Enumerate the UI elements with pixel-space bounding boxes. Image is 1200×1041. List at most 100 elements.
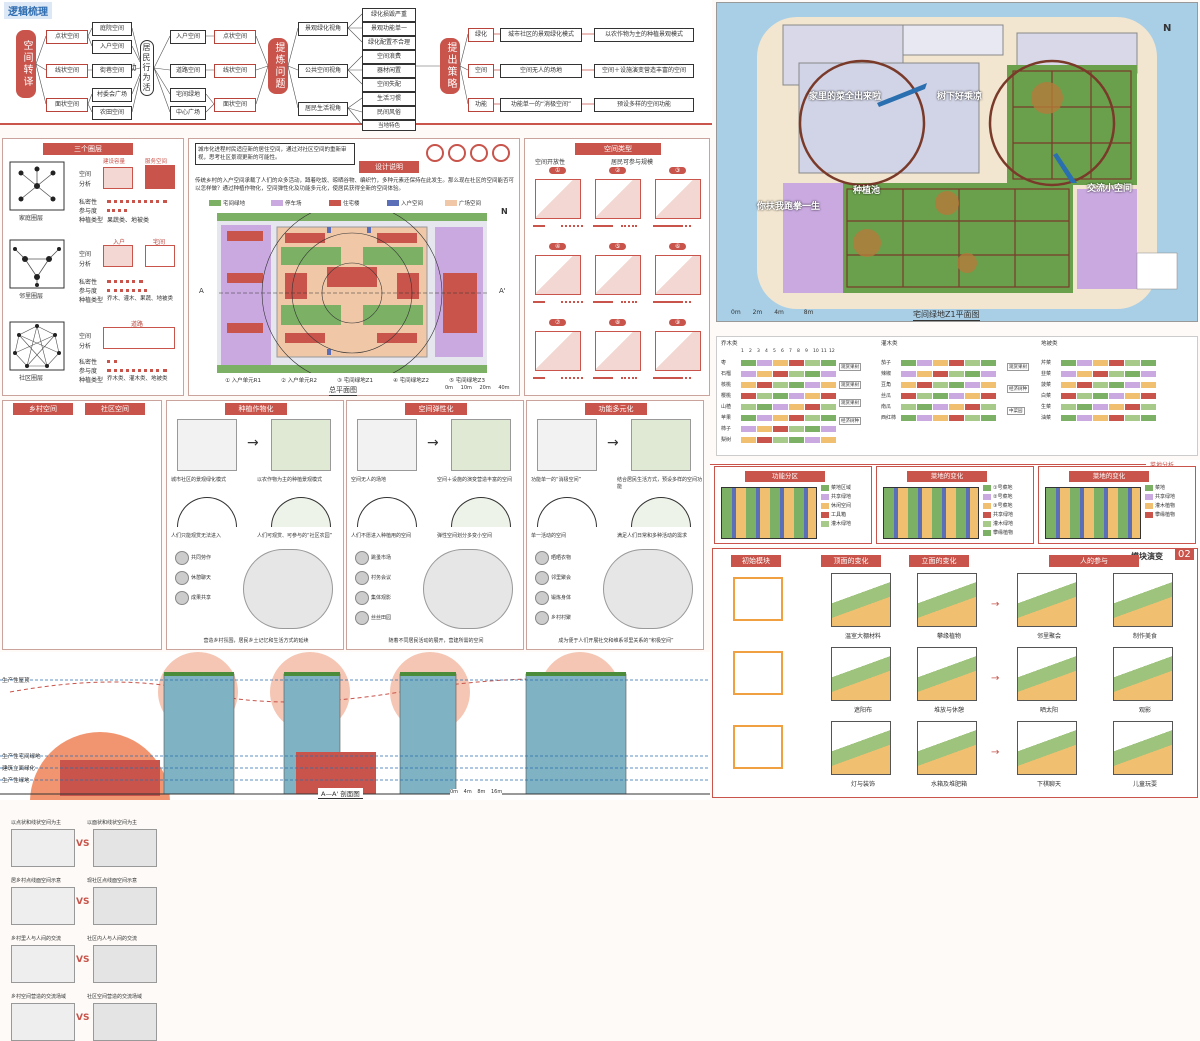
section-mark-b: A' [499, 287, 506, 295]
plan-z1-scale: 0m 2m 4m 8m [731, 309, 813, 316]
activity-chip-icon [535, 551, 549, 565]
strategy-sketch [451, 419, 511, 471]
plan-z1-panel: N 家里的菜全出来啦 树下好乘凉 种植池 你扶我跑拳一生 交流小空间 0m 2m… [716, 2, 1198, 322]
strategy-caption: 以农作物为主的种植景观模式 [257, 477, 323, 483]
bloom-bar [949, 371, 964, 377]
left-space-area: 面状空间 [46, 98, 88, 112]
module-card: 邻里聚会 [1009, 573, 1089, 643]
plant-name: 苹果 [721, 415, 732, 421]
legend-label: 住宅楼 [343, 201, 360, 207]
space-types-heading: 空间类型 [575, 143, 661, 155]
module-card: 制作美食 [1105, 573, 1185, 643]
species-label: 种植类型 [79, 297, 104, 304]
bloom-bar [821, 360, 836, 366]
bloom-bar [789, 382, 804, 388]
bloom-bar [1141, 360, 1156, 366]
module-section: 模块演变 02 初始模块 顶面的变化 立面的变化 人的参与 温室大棚材料攀缘植物… [712, 548, 1198, 798]
module-card: 观影 [1105, 647, 1185, 717]
issue-box: 器材闲置 [362, 64, 416, 78]
bloom-bar [821, 415, 836, 421]
strategy-caption: 空间＋设施的演变营造丰富的空间 [437, 477, 513, 483]
bloom-bar [821, 393, 836, 399]
openness-bar [653, 301, 681, 303]
species-value: 乔木、灌木、果蔬、地被类 [107, 296, 174, 302]
activity-chip-icon [535, 591, 549, 605]
space-type-sketch [655, 255, 701, 295]
section-title: A—A' 剖面图 [318, 788, 363, 799]
zone-legend-swatch [1145, 494, 1153, 500]
legend-swatch-blue [387, 200, 399, 206]
strategy-caption: 人们只能观赏无法进入 [171, 533, 222, 539]
mid-item: 宅间绿地 [170, 88, 206, 102]
zone-legend-swatch [983, 494, 991, 500]
scale-bar [621, 377, 637, 379]
community-caption: 现社区点线面空间示意 [87, 878, 138, 884]
left-space-line: 线状空间 [46, 64, 88, 78]
logic-heading: 逻辑梳理 [4, 2, 52, 19]
plant-name: 辣椒 [881, 371, 892, 377]
bloom-bar [1077, 393, 1092, 399]
zone-legend-label: 攀缘植物 [1155, 512, 1176, 518]
strategy-tag: 空间 [468, 64, 494, 78]
private-label: 私密性 [79, 199, 98, 206]
bloom-bar [757, 360, 772, 366]
plan-number-label: ③ 宅间绿地Z1 [337, 378, 373, 384]
month-label: 1 [741, 349, 744, 354]
issue-box: 景观功能单一 [362, 22, 416, 36]
zone-grid [883, 487, 979, 539]
community-sketch [93, 945, 157, 983]
bloom-bar [965, 415, 980, 421]
bloom-bar [1061, 382, 1076, 388]
bloom-bar [981, 382, 996, 388]
community-bubble [243, 549, 333, 629]
scale-bar [561, 225, 583, 227]
tag-road: 道路 [131, 321, 144, 328]
plan-z1-north: N [1163, 23, 1172, 34]
bloom-bar [757, 426, 772, 432]
bloom-bar [901, 393, 916, 399]
arrow-icon: → [247, 435, 259, 451]
activity-chip-label: 共同劳作 [191, 555, 212, 561]
bloom-bar [741, 371, 756, 377]
private-label: 私密性 [79, 279, 98, 286]
pillar-space: 空间转译 [16, 30, 36, 98]
issue-box: 当地特色 [362, 120, 416, 131]
bloom-bar [933, 393, 948, 399]
bloom-bar [757, 393, 772, 399]
community-caption: 以面状和线状空间为主 [87, 820, 138, 826]
tag-entry: 入户 [113, 239, 126, 246]
circles-heading: 三个圈层 [43, 143, 133, 155]
activity-chip-label: 休憩聊天 [191, 575, 212, 581]
plant-name: 芹菜 [1041, 360, 1052, 366]
bloom-bar [917, 415, 932, 421]
zone-panel: 菜地的变化菜地共享绿地灌木植物攀缘植物 [1038, 466, 1196, 544]
plant-name: 枣 [721, 360, 727, 366]
month-label: 12 [829, 349, 835, 354]
bloom-bar [1077, 382, 1092, 388]
month-label: 9 [805, 349, 808, 354]
space-label: 空间 [79, 333, 92, 340]
bloom-bar [1125, 415, 1140, 421]
month-label: 2 [749, 349, 752, 354]
bubble-label: 种植池 [853, 186, 881, 196]
arc-sketch [537, 497, 597, 527]
strategy-footer: 营造乡村氛围，居民乡土记忆和生活方式的延续 [203, 638, 309, 644]
space-type-number: ① [549, 167, 567, 174]
module-caption: 儿童玩耍 [1132, 781, 1157, 788]
module-caption: 遮阳布 [853, 707, 872, 714]
divider [710, 464, 1146, 465]
bloom-bar [981, 393, 996, 399]
zone-legend-label: ②号菜地 [993, 494, 1013, 500]
space-label: 空间 [79, 251, 92, 258]
scale-tick: 2m [752, 309, 763, 316]
strategy-caption: 人们可观赏、可参与的“社区农园” [257, 533, 333, 539]
bloom-bar [805, 371, 820, 377]
bloom-bar [757, 404, 772, 410]
space-type-sketch [535, 331, 581, 371]
space-type-number: ③ [669, 167, 687, 174]
bloom-bar [1109, 404, 1124, 410]
bloom-bar [1093, 393, 1108, 399]
bloom-bar [1093, 382, 1108, 388]
bloom-bar [1109, 360, 1124, 366]
